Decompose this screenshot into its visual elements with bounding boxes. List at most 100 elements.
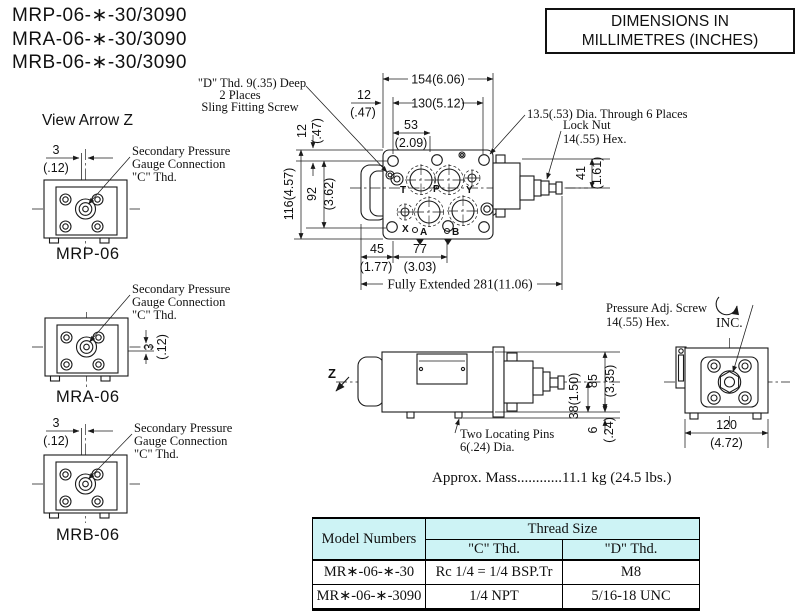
cell-c-thd-2: 1/4 NPT — [425, 584, 563, 610]
inc-label: INC. — [716, 315, 743, 330]
table-header-d-thd: "D" Thd. — [562, 539, 700, 561]
model-number-2: MRA-06-∗-30/3090 — [12, 28, 187, 50]
mrp-offset-mm: 3 — [53, 143, 60, 157]
table-row: MR∗-06-∗-3090 1/4 NPT 5/16-18 UNC — [312, 584, 700, 610]
mrp-gauge-label-1: Secondary Pressure — [132, 144, 231, 158]
mra-offset-mm: 3 — [142, 343, 156, 350]
dim-fully-extended: Fully Extended 281(11.06) — [387, 277, 532, 292]
view-mrp06: 3 (.12) Secondary Pressure Gauge Connect… — [32, 143, 231, 248]
caption-mrb06: MRB-06 — [56, 526, 120, 544]
dim-41-mm: 41 — [574, 166, 588, 180]
side-view: Z Two Locating Pins 6(.24) Dia. 38(1.50)… — [328, 346, 620, 454]
pressure-adjust-screw — [717, 370, 742, 394]
mrb-gauge-label-2: Gauge Connection — [134, 434, 228, 448]
dim-12v-mm: 12 — [295, 124, 309, 138]
model-number-1: MRP-06-∗-30/3090 — [12, 5, 187, 26]
end-view: INC. Pressure Adj. Screw 14(.55) Hex. 12… — [606, 296, 790, 450]
end-bolts — [707, 359, 752, 405]
dim-12h-in: (.47) — [350, 106, 376, 120]
adj-screw-note-1: Pressure Adj. Screw — [606, 301, 707, 315]
z-arrow-label: Z — [328, 366, 336, 381]
dim-12h-mm: 12 — [357, 88, 371, 102]
mra-gauge-label-1: Secondary Pressure — [132, 282, 231, 296]
dim-85-mm: 85 — [586, 374, 600, 388]
port-t — [390, 172, 404, 186]
mrb-gauge-label-3: "C" Thd. — [134, 447, 179, 461]
d-thd-note-2: 2 Places — [219, 88, 260, 102]
dim-130: 130(5.12) — [411, 97, 465, 111]
mra-gauge-label-3: "C" Thd. — [132, 308, 177, 322]
side-left-cap — [357, 356, 385, 407]
dim-116: 116(4.57) — [282, 168, 296, 221]
dim-77-mm: 77 — [413, 242, 427, 256]
table-row: MR∗-06-∗-30 Rc 1/4 = 1/4 BSP.Tr M8 — [312, 559, 700, 585]
dim-12v-in: (.47) — [310, 118, 324, 144]
locating-pin — [406, 411, 415, 419]
cell-c-thd-1: Rc 1/4 = 1/4 BSP.Tr — [425, 559, 563, 585]
model-numbers: MRP-06-∗-30/3090 MRA-06-∗-30/3090 MRB-06… — [12, 4, 187, 75]
adj-screw-note-2: 14(.55) Hex. — [606, 315, 670, 329]
lock-nut — [540, 180, 550, 196]
mrb-offset-in: (.12) — [43, 434, 69, 448]
locating-pin — [454, 411, 463, 419]
side-flange — [492, 346, 505, 418]
dim-41-in: (1.61) — [590, 157, 604, 190]
mrb-gauge-label-1: Secondary Pressure — [134, 421, 233, 435]
units-note-line2: MILLIMETRES (INCHES) — [581, 32, 759, 49]
view-mrb06: 3 (.12) Secondary Pressure Gauge Connect… — [32, 416, 233, 523]
dim-6-mm: 6 — [586, 426, 600, 433]
d-thd-note-1: "D" Thd. 9(.35) Deep — [198, 76, 306, 90]
port-label-t: T — [400, 185, 406, 196]
adjuster-assembly — [492, 154, 563, 218]
sling-screw-hole-2 — [458, 151, 466, 159]
mass-note: Approx. Mass............11.1 kg (24.5 lb… — [432, 470, 672, 486]
dim-154: 154(6.06) — [411, 73, 465, 87]
end-boss — [700, 356, 759, 408]
through-holes-note: 13.5(.53) Dia. Through 6 Places — [527, 107, 688, 121]
cell-model-1: MR∗-06-∗-30 — [312, 559, 426, 585]
port-label-a: A — [420, 227, 427, 238]
dim-45-in: (1.77) — [360, 260, 393, 274]
extension-lines — [294, 73, 610, 290]
caption-mra06: MRA-06 — [56, 388, 120, 406]
pins-note-2: 6(.24) Dia. — [460, 440, 515, 454]
table-header-c-thd: "C" Thd. — [425, 539, 563, 561]
cell-model-2: MR∗-06-∗-3090 — [312, 584, 426, 610]
table-header-thread-size: Thread Size — [425, 517, 700, 540]
units-note-line1: DIMENSIONS IN — [611, 13, 729, 30]
adjust-screw-shaft — [548, 183, 557, 193]
lock-nut-note-1: Lock Nut — [563, 118, 611, 132]
pins-note-1: Two Locating Pins — [460, 427, 554, 441]
nameplate — [416, 353, 468, 385]
mrb-offset-mm: 3 — [53, 416, 60, 430]
dim-77-in: (3.03) — [404, 260, 437, 274]
cell-d-thd-2: 5/16-18 UNC — [562, 584, 700, 610]
dim-6-in: (.24) — [602, 417, 616, 443]
mra-gauge-label-2: Gauge Connection — [132, 295, 226, 309]
view-mra06: 3 (.12) Secondary Pressure Gauge Connect… — [32, 282, 231, 388]
dim-53-in: (2.09) — [395, 136, 428, 150]
mrp-offset-in: (.12) — [43, 161, 69, 175]
port-label-b: B — [452, 227, 459, 238]
inc-rotation-arrow — [715, 296, 739, 316]
sling-screw-hole — [385, 170, 395, 180]
dim-120-mm: 120 — [716, 418, 737, 432]
top-view: T P Y X A B 154(6.06) 130(5.12) 12 (.47)… — [198, 73, 688, 292]
dim-85-in: (3.35) — [603, 365, 617, 398]
side-body — [381, 351, 494, 413]
end-body — [684, 347, 769, 414]
table-header-model: Model Numbers — [312, 517, 426, 561]
dim-120-in: (4.72) — [710, 436, 743, 450]
dim-92-mm: 92 — [305, 187, 319, 201]
mrp-gauge-label-2: Gauge Connection — [132, 157, 226, 171]
port-label-x: X — [402, 224, 409, 235]
thread-size-table: Model Numbers Thread Size "C" Thd. "D" T… — [312, 517, 700, 611]
cell-d-thd-1: M8 — [562, 559, 700, 585]
thread-size-table-wrap: Model Numbers Thread Size "C" Thd. "D" T… — [312, 517, 700, 611]
dim-38: 38(1.50) — [567, 373, 581, 420]
port-label-p: P — [433, 184, 440, 195]
dim-53-mm: 53 — [404, 118, 418, 132]
mra-offset-in: (.12) — [155, 334, 169, 360]
view-arrow-z-label: View Arrow Z — [42, 112, 134, 129]
through-holes — [386, 154, 490, 233]
